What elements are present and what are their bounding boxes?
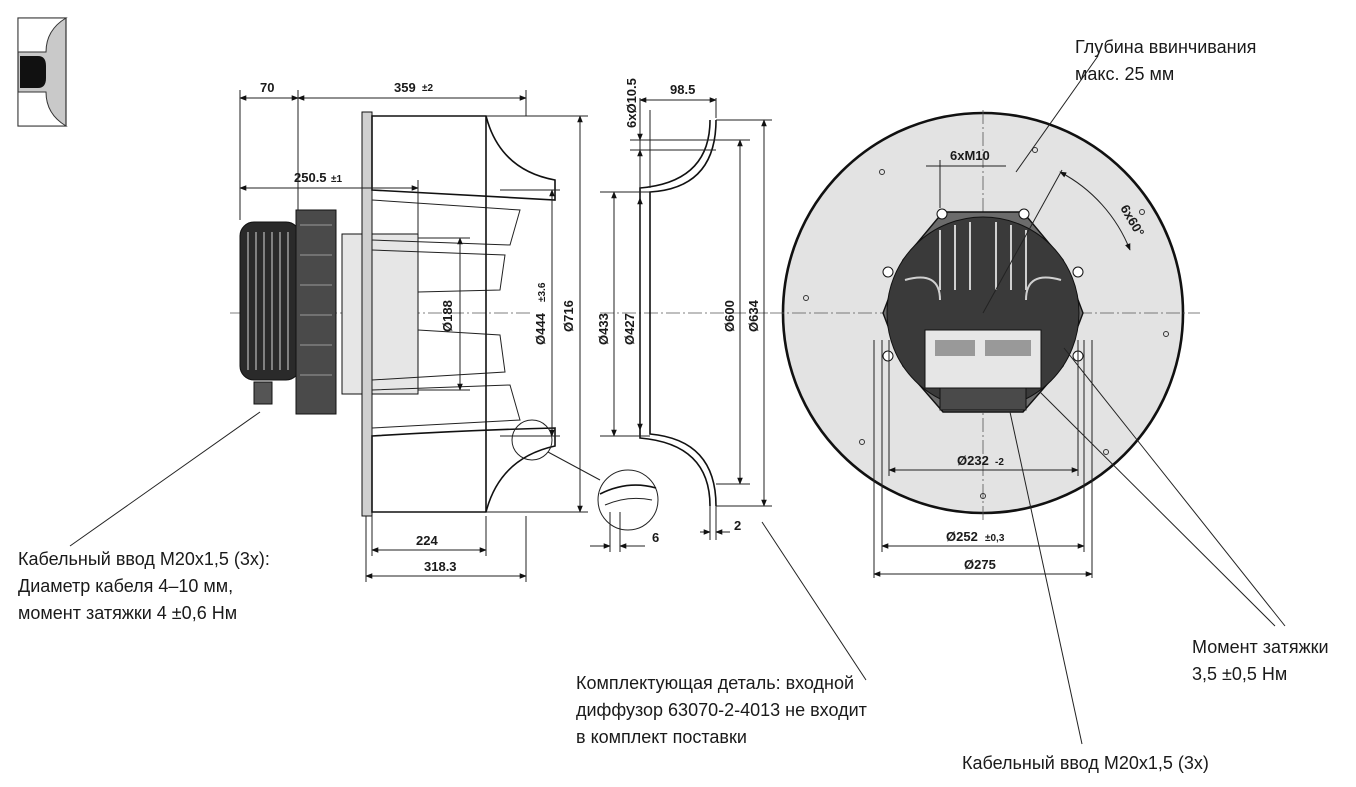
note-depth-line1: Глубина ввинчивания bbox=[1075, 37, 1257, 57]
note-cable-left-line2: Диаметр кабеля 4–10 мм, bbox=[18, 576, 234, 596]
dim-188: Ø188 bbox=[440, 300, 455, 332]
note-accessory: Комплектующая деталь: входной диффузор 6… bbox=[576, 670, 867, 751]
section-symbol-icon bbox=[17, 17, 68, 127]
note-cable-right: Кабельный ввод M20x1,5 (3x) bbox=[962, 750, 1209, 777]
dim-250-tol: ±1 bbox=[331, 174, 342, 185]
dim-318: 318.3 bbox=[424, 559, 457, 574]
front-view bbox=[770, 55, 1286, 745]
dim-359-tol: ±2 bbox=[422, 83, 433, 94]
dim-427: Ø427 bbox=[622, 313, 637, 345]
note-depth: Глубина ввинчивания макс. 25 мм bbox=[1075, 34, 1256, 88]
dim-250: 250.5 bbox=[294, 170, 327, 185]
dim-444: Ø444 bbox=[533, 312, 548, 345]
note-cable-left-line3: момент затяжки 4 ±0,6 Нм bbox=[18, 603, 238, 623]
note-torque: Момент затяжки 3,5 ±0,5 Нм bbox=[1192, 634, 1329, 688]
inlet-diffuser bbox=[590, 97, 867, 681]
note-cable-left-line1: Кабельный ввод M20x1,5 (3x): bbox=[18, 549, 270, 569]
dim-232: Ø232 bbox=[957, 453, 989, 468]
dim-m10: 6xM10 bbox=[950, 148, 990, 163]
side-dimensions bbox=[239, 90, 588, 582]
note-torque-line1: Момент затяжки bbox=[1192, 637, 1329, 657]
note-accessory-line2: диффузор 63070-2-4013 не входит bbox=[576, 700, 867, 720]
note-accessory-line3: в комплект поставки bbox=[576, 727, 747, 747]
dim-600: Ø600 bbox=[722, 300, 737, 332]
dim-98: 98.5 bbox=[670, 82, 695, 97]
dim-224: 224 bbox=[416, 533, 438, 548]
note-depth-line2: макс. 25 мм bbox=[1075, 64, 1175, 84]
dim-252-tol: ±0,3 bbox=[985, 533, 1005, 544]
note-cable-left: Кабельный ввод M20x1,5 (3x): Диаметр каб… bbox=[18, 546, 270, 627]
dim-6x10: 6xØ10.5 bbox=[624, 78, 639, 128]
dim-433: Ø433 bbox=[596, 313, 611, 345]
dim-359: 359 bbox=[394, 80, 416, 95]
dim-252: Ø252 bbox=[946, 529, 978, 544]
side-view bbox=[69, 111, 659, 547]
dim-275: Ø275 bbox=[964, 557, 996, 572]
dim-634: Ø634 bbox=[746, 299, 761, 332]
note-torque-line2: 3,5 ±0,5 Нм bbox=[1192, 664, 1288, 684]
note-cable-right-line: Кабельный ввод M20x1,5 (3x) bbox=[962, 753, 1209, 773]
dim-716: Ø716 bbox=[561, 300, 576, 332]
dim-2: 2 bbox=[734, 518, 741, 533]
dim-70: 70 bbox=[260, 80, 274, 95]
dim-6: 6 bbox=[652, 530, 659, 545]
note-accessory-line1: Комплектующая деталь: входной bbox=[576, 673, 855, 693]
dim-232-tol: -2 bbox=[995, 457, 1004, 468]
dim-444-tol: ±3.6 bbox=[537, 282, 548, 302]
